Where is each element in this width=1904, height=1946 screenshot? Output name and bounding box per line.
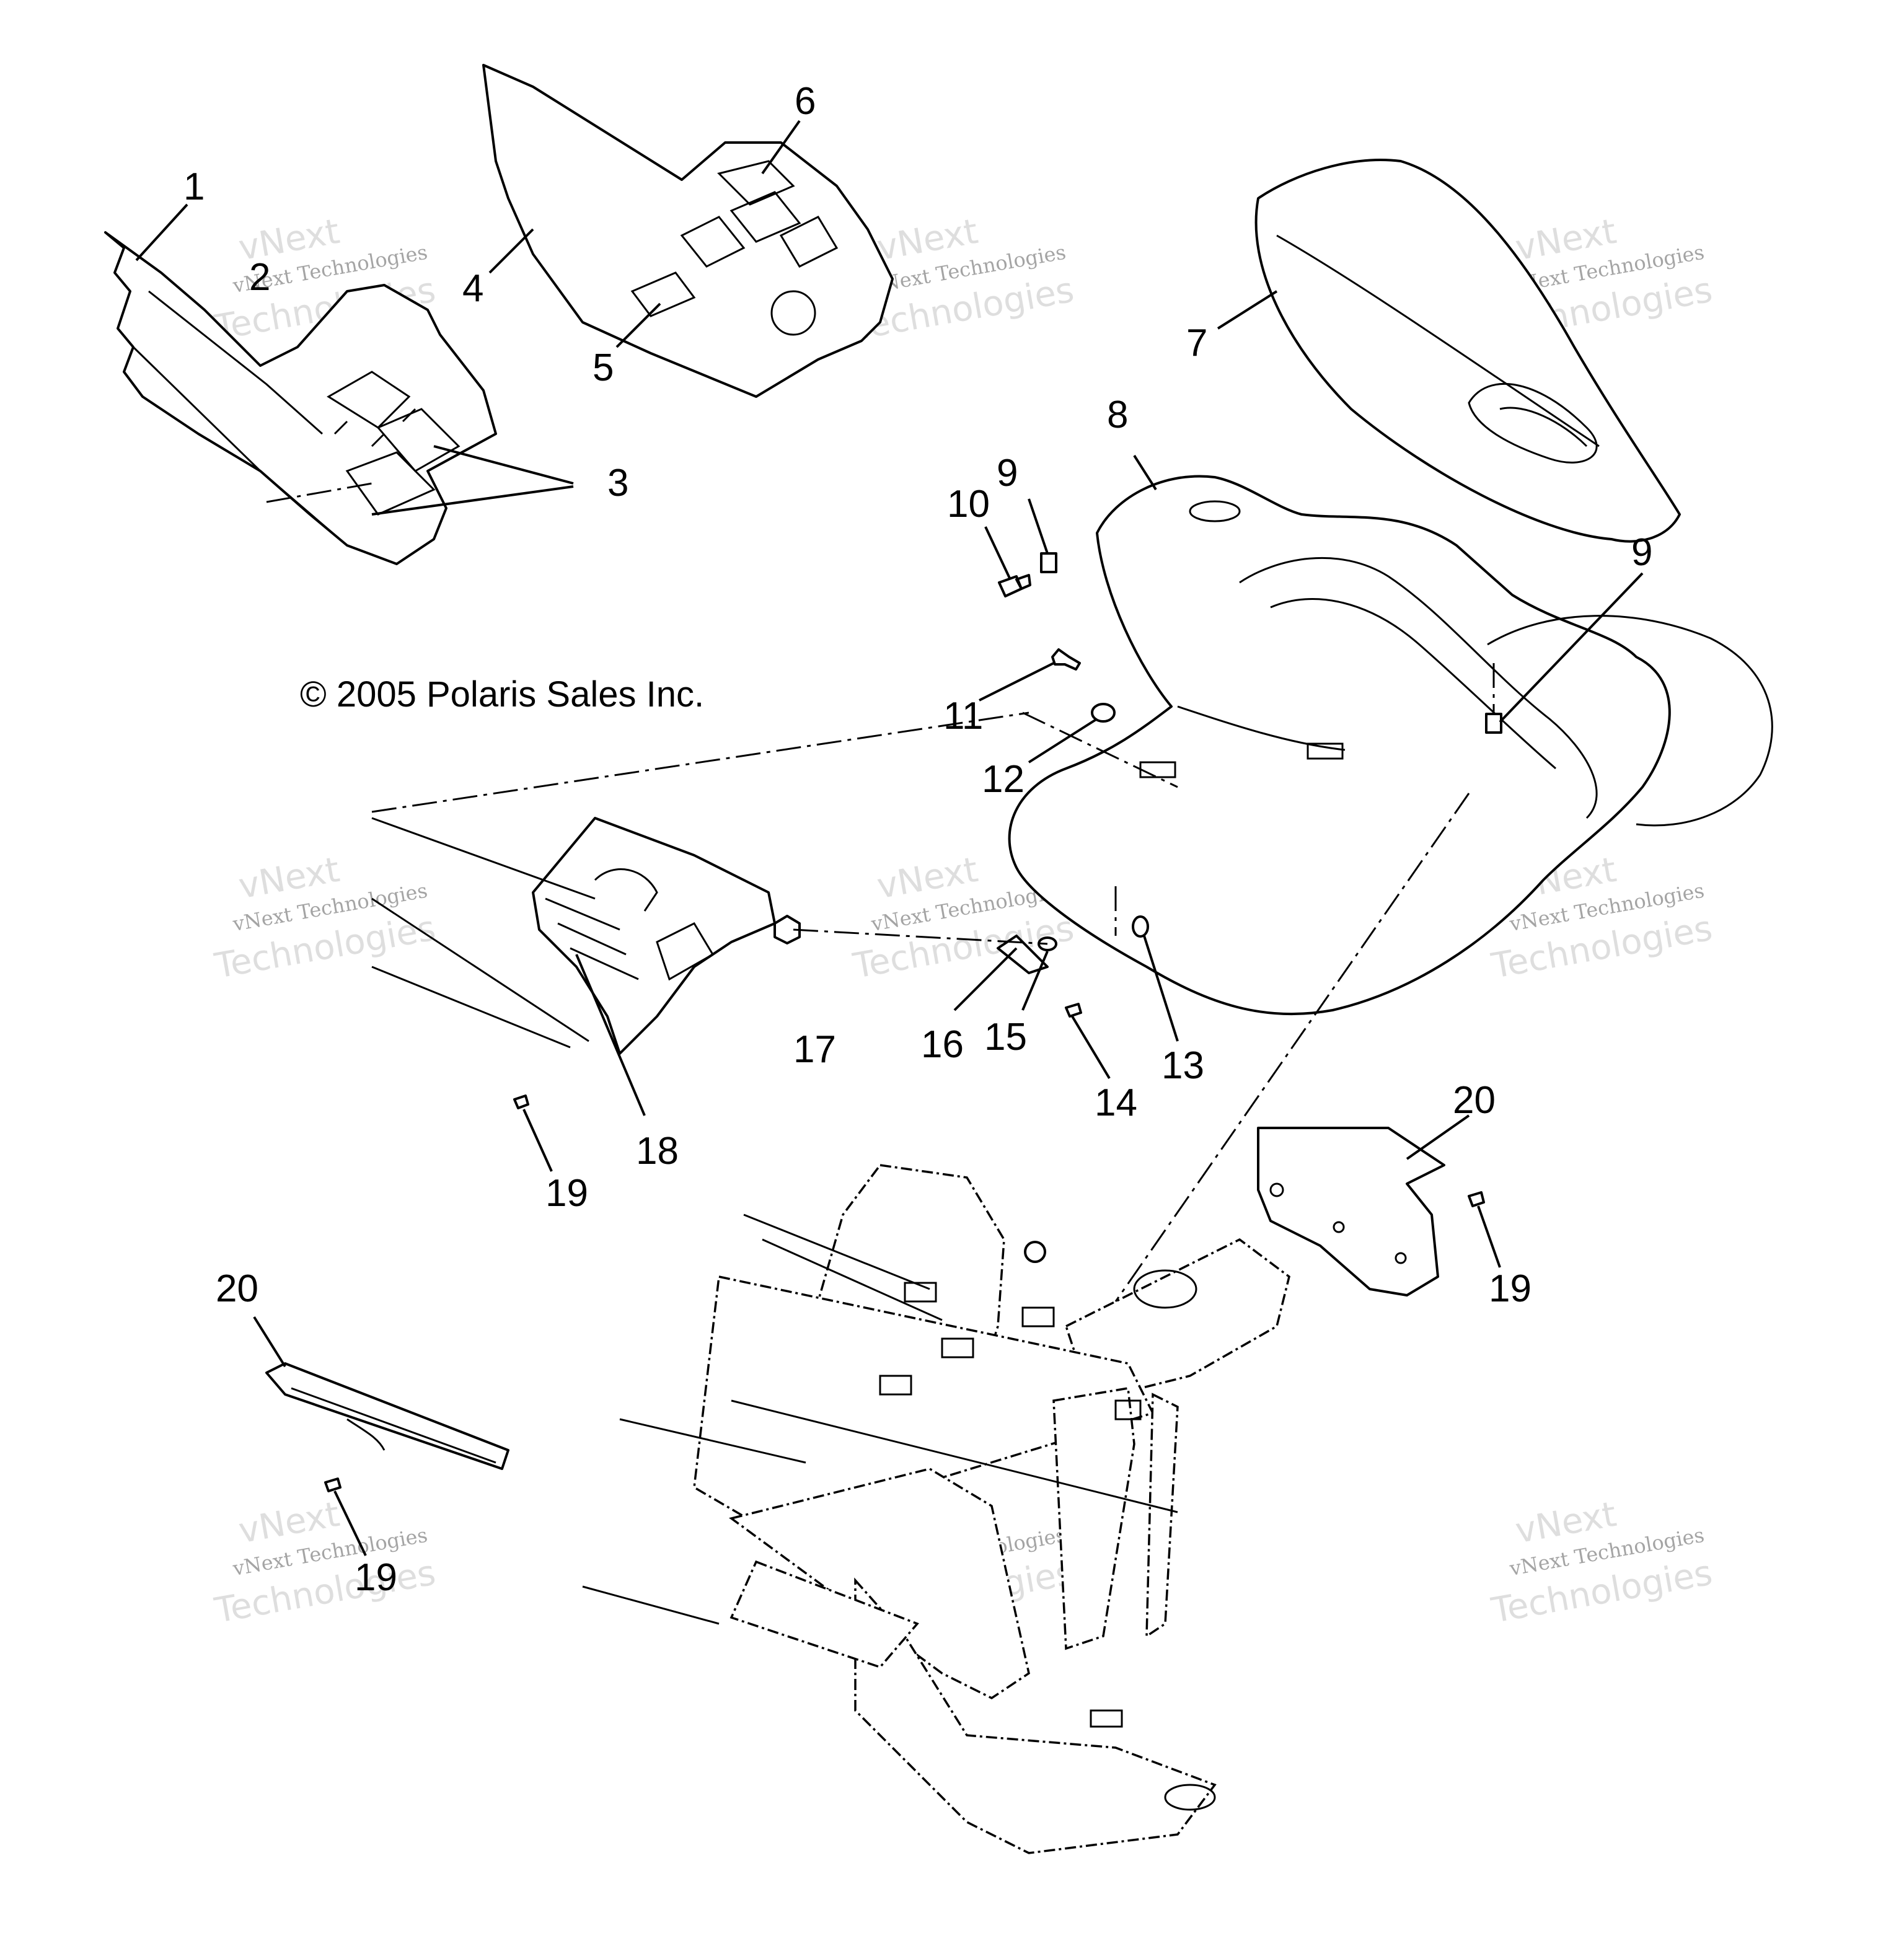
part-16-bracket <box>997 935 1049 974</box>
hardware <box>324 552 1502 1492</box>
right-mud-flap <box>1257 1127 1445 1297</box>
watermark-mid-left: vNext vNext Technologies Technologies <box>211 850 439 987</box>
callout-1: 1 <box>183 165 205 208</box>
leader-18 <box>575 954 646 1116</box>
leader-7 <box>1217 290 1278 330</box>
callout-9a: 9 <box>997 452 1018 495</box>
part-13-washer <box>1132 915 1149 938</box>
callout-15: 15 <box>984 1016 1027 1059</box>
rear-fender-assembly <box>1008 475 1773 1016</box>
left-mud-flap <box>265 1362 509 1470</box>
callout-20b: 20 <box>216 1267 258 1310</box>
callout-18: 18 <box>636 1130 679 1173</box>
callout-2: 2 <box>249 256 270 299</box>
leader-4 <box>488 228 534 274</box>
part-14-screw <box>1065 1003 1082 1018</box>
leader-16 <box>953 947 1018 1011</box>
callout-8: 8 <box>1107 394 1128 436</box>
callout-16: 16 <box>921 1023 964 1066</box>
callout-10: 10 <box>947 483 990 526</box>
leader-13 <box>1143 935 1179 1042</box>
leader-lines <box>135 120 1644 1556</box>
part-9-clip-b <box>1485 713 1502 734</box>
leader-19c <box>333 1490 367 1556</box>
part-12-washer <box>1091 703 1116 723</box>
leader-8 <box>1133 454 1157 491</box>
leader-14 <box>1071 1015 1111 1080</box>
upper-footwell-panel <box>482 64 894 398</box>
left-footwell-panel <box>104 231 497 565</box>
leader-15 <box>1021 951 1049 1011</box>
leader-10 <box>984 526 1011 580</box>
callout-5: 5 <box>593 346 614 389</box>
frame-bolt <box>1024 1241 1046 1263</box>
part-19-screw-a <box>513 1094 529 1109</box>
part-17-nut <box>774 915 801 944</box>
leader-3a <box>433 445 574 485</box>
callout-14: 14 <box>1095 1081 1137 1124</box>
part-11-bolt <box>1051 648 1081 671</box>
part-9-clip-a <box>1040 552 1057 573</box>
leader-9b <box>1499 572 1644 723</box>
callout-13: 13 <box>1161 1044 1204 1087</box>
seat <box>1254 159 1681 543</box>
callout-9b: 9 <box>1631 531 1652 574</box>
leader-20a <box>1406 1114 1470 1160</box>
callout-6: 6 <box>795 80 816 123</box>
leader-3b <box>371 485 574 516</box>
part-19-screw-b <box>1468 1191 1485 1207</box>
leader-6 <box>761 120 801 175</box>
watermark-bottom-left: vNext vNext Technologies Technologies <box>211 1494 439 1631</box>
callout-3: 3 <box>607 462 628 504</box>
leader-19a <box>522 1109 553 1172</box>
callout-20a: 20 <box>1453 1079 1496 1122</box>
leader-1 <box>135 203 188 262</box>
callout-19a: 19 <box>545 1172 588 1215</box>
callout-12: 12 <box>982 758 1025 801</box>
leader-12 <box>1028 718 1098 764</box>
part-19-screw-c <box>324 1477 342 1492</box>
callout-19b: 19 <box>1489 1267 1532 1310</box>
leader-5 <box>615 302 661 348</box>
assembly-lines <box>266 482 1495 1302</box>
callouts: 1 2 3 4 5 6 7 8 9 9 10 11 12 13 14 15 16… <box>183 80 1652 1599</box>
callout-11: 11 <box>943 695 983 737</box>
left-footrest <box>371 817 776 1055</box>
callout-4: 4 <box>462 267 483 310</box>
leader-9a <box>1028 498 1049 554</box>
watermark-bottom-right: vNext vNext Technologies Technologies <box>1488 1494 1716 1631</box>
part-10-push-rivet <box>998 574 1031 597</box>
leader-20b <box>253 1316 286 1368</box>
callout-19c: 19 <box>355 1556 397 1599</box>
copyright-notice: © 2005 Polaris Sales Inc. <box>300 674 704 715</box>
callout-17: 17 <box>793 1028 836 1071</box>
leader-11 <box>979 662 1054 702</box>
vehicle-frame <box>582 1164 1290 1854</box>
leader-19b <box>1477 1205 1501 1268</box>
callout-7: 7 <box>1186 322 1207 364</box>
